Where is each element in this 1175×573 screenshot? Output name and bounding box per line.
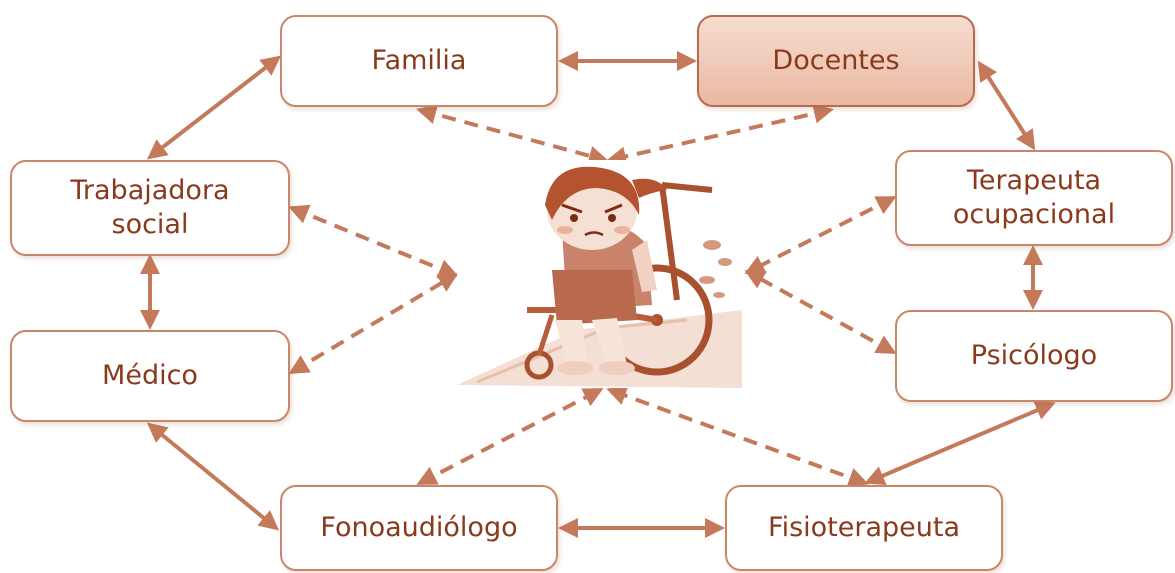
dashed-arrow-familia-center [416, 104, 609, 166]
arrow-docentes-terapeuta [977, 60, 1036, 151]
role-label-terapeuta-ocupacional: Terapeuta ocupacional [952, 165, 1116, 230]
arrow-medico-fono [146, 422, 280, 531]
role-label-fisioterapeuta: Fisioterapeuta [768, 512, 960, 544]
role-label-familia: Familia [371, 45, 467, 77]
child-in-wheelchair-icon [457, 160, 742, 388]
role-box-trabajadora-social: Trabajadora social [10, 160, 290, 256]
arrow-trabajadora-familia [146, 55, 282, 160]
role-box-fonoaudiologo: Fonoaudiólogo [280, 485, 558, 571]
role-label-psicologo: Psicólogo [970, 340, 1098, 372]
role-label-docentes: Docentes [772, 45, 900, 77]
dashed-arrow-terapeuta-center [744, 196, 897, 274]
role-box-terapeuta-ocupacional: Terapeuta ocupacional [895, 150, 1173, 246]
dashed-arrow-medico-center [288, 272, 459, 375]
dashed-arrow-psicologo-center [744, 270, 897, 354]
dashed-arrow-fisio-center [606, 386, 869, 487]
role-label-trabajadora-social: Trabajadora social [70, 175, 230, 240]
role-box-docentes: Docentes [697, 15, 975, 107]
dashed-arrow-fono-center [416, 388, 604, 485]
role-box-medico: Médico [10, 330, 290, 422]
role-label-medico: Médico [102, 360, 198, 392]
role-box-fisioterapeuta: Fisioterapeuta [725, 485, 1003, 571]
arrow-fisio-psicologo [864, 401, 1056, 485]
role-box-familia: Familia [280, 15, 558, 107]
dashed-arrow-trabajadora-center [288, 204, 459, 279]
role-box-psicologo: Psicólogo [895, 310, 1173, 402]
dashed-arrow-docentes-center [606, 103, 834, 167]
role-label-fonoaudiologo: Fonoaudiólogo [320, 512, 518, 544]
